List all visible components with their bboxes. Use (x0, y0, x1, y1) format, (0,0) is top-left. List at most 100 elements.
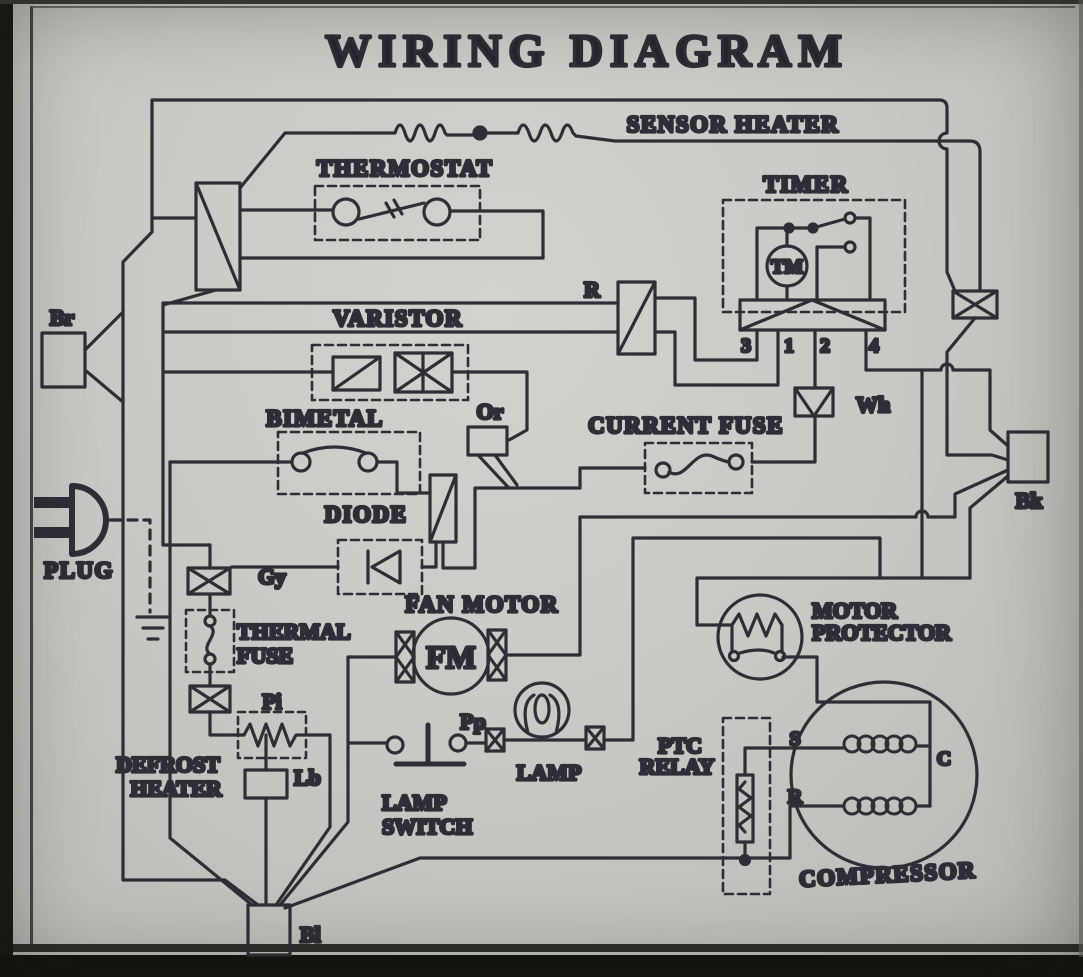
page-border-top (30, 6, 1075, 8)
timer-terminal-3: 3 (741, 335, 751, 357)
wire-xbox-down (945, 316, 1010, 462)
timer-motor-circle (765, 244, 809, 288)
right-junction-connector (951, 289, 999, 320)
black-wire-label: Bk (1016, 488, 1044, 513)
ptc-relay-label-2: RELAY (640, 754, 715, 779)
junction-dot-timer1 (783, 222, 795, 234)
wire-bimetal-left-down (168, 460, 254, 907)
brown-wire-connector: Br (40, 303, 87, 389)
timer-terminal-block (738, 298, 887, 332)
photo-edge-bottom (0, 955, 1083, 977)
timer-terminal-2: 2 (820, 335, 830, 357)
orange-wire-label: Or (477, 399, 504, 424)
fan-motor-connector-left (394, 630, 416, 684)
page-title: WIRING DIAGRAM (325, 25, 849, 76)
thermostat: THERMOSTAT (313, 154, 493, 242)
compressor-terminal-s: S (789, 728, 800, 750)
pink-wire-label: Pi (262, 689, 282, 714)
blue-wire-label: Bl (300, 922, 321, 947)
timer-terminal-1: 1 (784, 335, 794, 357)
wire-fan-left (278, 655, 398, 907)
red-wire-label: R (584, 277, 601, 302)
diode-symbol (366, 549, 402, 585)
motor-protector-label-2: PROTECTOR (812, 620, 952, 645)
junction-dot-ptc (738, 853, 752, 867)
blue-wire-connector: Bl (246, 903, 322, 957)
ptc-relay: PTC RELAY (638, 716, 772, 896)
defrost-heater-element (242, 722, 298, 748)
defrost-heater-label-2: HEATER (130, 776, 222, 801)
compressor-run-winding (842, 796, 918, 816)
compressor-start-winding (842, 734, 918, 754)
wire-timer4-right (864, 328, 1010, 448)
varistor: VARISTOR (310, 304, 470, 402)
lamp-connector-right (584, 725, 606, 751)
compressor-terminal-r: R (788, 786, 803, 808)
junction-dot-timer2 (807, 222, 819, 234)
light-blue-wire-label: Lb (294, 765, 321, 790)
wire-coil-stubs (914, 744, 932, 808)
varistor-label: VARISTOR (333, 306, 463, 331)
lamp-label: LAMP (517, 760, 582, 785)
photo-edge-top (0, 0, 1083, 4)
orange-wire-connector: Or (466, 397, 509, 457)
diode-connector (428, 473, 458, 544)
thermal-fuse-label-2: FUSE (237, 643, 293, 668)
gray-wire-connector: Gy (186, 562, 288, 596)
brown-wire-label: Br (50, 305, 75, 330)
thermostat-label: THERMOSTAT (317, 156, 493, 181)
wire-ground-dashed (110, 518, 152, 614)
compressor-label: COMPRESSOR (798, 857, 976, 891)
wire-timer2-wh-fuse (750, 328, 817, 464)
wire-or-taps (476, 453, 519, 489)
purple-wire-label: Pp (460, 709, 486, 734)
purple-wire-connector: Pp (459, 707, 506, 753)
wire-left-rail (121, 98, 260, 907)
wire-varistor-leads (161, 370, 529, 442)
wire-protector-bk (968, 474, 1010, 580)
timer-label: TIMER (763, 172, 848, 197)
wire-protector-feed (695, 368, 972, 627)
wire-compressor-s (743, 746, 845, 777)
defrost-heater: Pi DEFROST HEATER (114, 687, 308, 803)
diode: DIODE (323, 473, 458, 596)
wire-br-leads (83, 310, 125, 404)
compressor-terminal-c: C (937, 748, 951, 770)
current-fuse: CURRENT FUSE (586, 411, 784, 495)
lamp-filament (523, 693, 561, 735)
timer-terminal-4: 4 (869, 335, 879, 357)
sensor-heater-label: SENSOR HEATER (627, 112, 840, 137)
defrost-heater-label-1: DEFROST (116, 752, 220, 777)
timer-contact-lower (843, 240, 857, 254)
timer-contact-upper (843, 211, 857, 225)
wire-r-to-timer3 (653, 296, 759, 362)
current-fuse-label: CURRENT FUSE (588, 413, 784, 438)
wire-r-to-timer1 (653, 328, 780, 387)
compressor: S R C COMPRESSOR (786, 680, 979, 893)
fan-motor: FAN MOTOR FM (394, 590, 559, 696)
ptc-element (737, 780, 753, 834)
timer-motor-symbol: TM (771, 256, 803, 278)
wire-network (83, 98, 1010, 910)
thermal-fuse-label-1: THERMAL (237, 619, 351, 644)
light-blue-wire-connector: Lb (243, 763, 323, 800)
wire-thermostat-loop (238, 208, 545, 260)
wire-top-rail (150, 98, 957, 293)
plug: PLUG (34, 483, 114, 585)
door-connector (194, 181, 242, 292)
fan-motor-connector-right (486, 628, 508, 682)
bimetal-label: BIMETAL (266, 406, 383, 431)
diode-label: DIODE (325, 502, 408, 527)
wire-bimetal (168, 460, 432, 495)
timer: TIMER TM 3 1 2 4 (721, 170, 907, 359)
bimetal: BIMETAL (265, 404, 422, 496)
wire-gy-chain (208, 592, 332, 907)
wire-varistor-rails (161, 288, 620, 570)
connector-below-thermal-fuse (188, 684, 232, 714)
fan-motor-symbol: FM (426, 639, 476, 675)
red-wire-connector: R (582, 275, 657, 356)
photo-edge-right (1079, 0, 1083, 957)
ptc-relay-label-1: PTC (658, 733, 702, 758)
wire-lamp-run (464, 536, 882, 745)
page-border-left (30, 6, 33, 950)
